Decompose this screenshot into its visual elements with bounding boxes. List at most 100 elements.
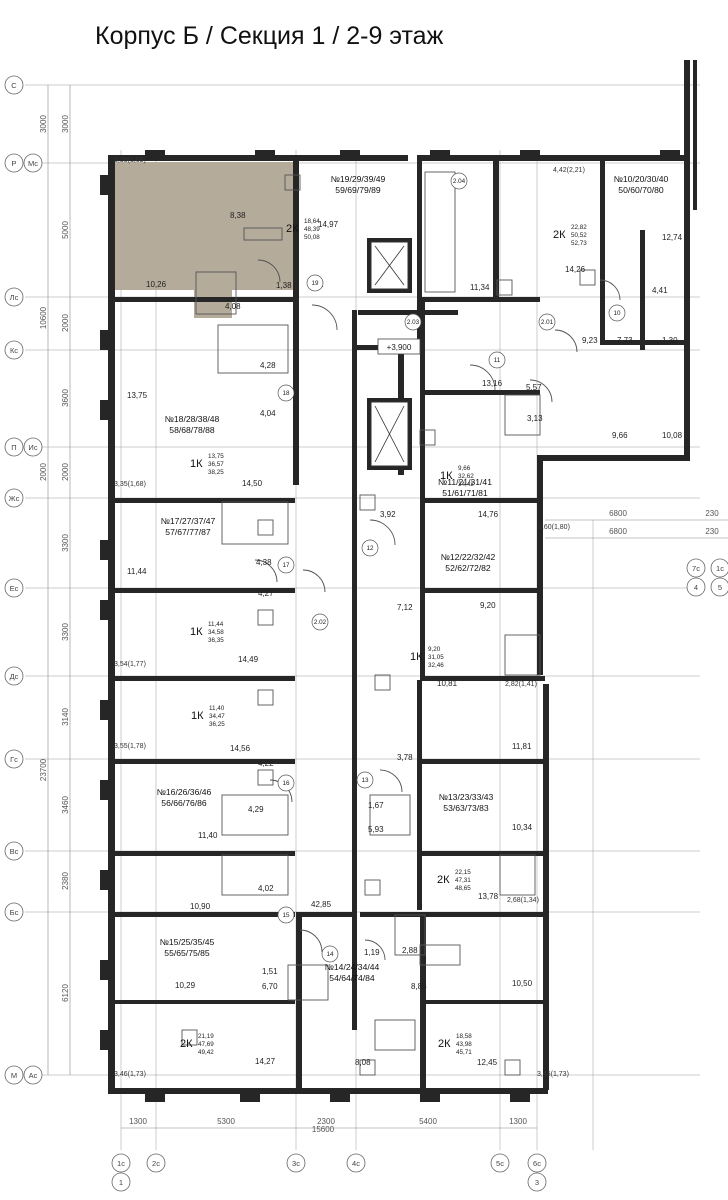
room-area: 10,08 [662,431,683,440]
room-number: 2.02 [314,619,327,626]
room-area: 1,19 [364,948,380,957]
partition [374,1019,416,1051]
total-area-balcony: 38,25 [208,469,224,476]
living-area: 11,40 [209,705,225,712]
wall-segment [115,297,295,302]
room-number: 15 [282,912,290,919]
apartment-numbers: №12/22/32/42 [441,552,496,562]
total-area: 43,98 [456,1041,472,1048]
room-area: 5,57 [526,383,542,392]
room-area: 11,34 [470,283,490,292]
room-area: 8,88 [411,982,427,991]
room-number-bubble [277,906,295,924]
wall-segment [255,150,275,158]
wall-segment [420,912,545,917]
dim-label: 3000 [61,115,70,133]
apartment-numbers: 50/60/70/80 [618,185,664,195]
level-mark: +3,900 [387,343,412,352]
dim-label: 3140 [61,708,70,726]
dim-label: 3600 [61,389,70,407]
room-area: 7,73 [617,336,633,345]
room-area: 12,45 [477,1058,498,1067]
room-area: 4,27 [258,589,274,598]
wall-segment [100,330,108,350]
wall-segment [115,1000,295,1004]
room-area: 4,28 [260,361,276,370]
wall-segment [660,150,680,158]
partition [257,769,274,786]
total-area: 47,69 [198,1041,214,1048]
partition [364,879,381,896]
axis-label: 6с [533,1159,541,1168]
total-area: 48,39 [304,226,320,233]
door-arc [364,939,386,961]
axis-label: 3 [535,1178,539,1187]
room-area: 14,56 [230,744,251,753]
room-area: 2,82(1,41) [505,681,537,688]
dim-label: 2000 [61,314,70,332]
partition [496,279,513,296]
room-number: 16 [282,780,290,787]
wall-segment [420,851,545,856]
axis-label: Мс [28,159,38,168]
axis-label: Гс [10,755,18,764]
living-area: 18,58 [456,1033,472,1040]
room-number-bubble [321,945,339,963]
axis-label: Лс [10,293,19,302]
axis-bubble [527,1172,547,1192]
dim-label: 2000 [61,463,70,481]
axis-bubble [686,577,706,597]
axis-bubble [4,1065,24,1085]
wall-segment [100,175,108,195]
room-area: 14,97 [318,220,339,229]
partition [504,394,541,436]
dim-label: 1300 [509,1117,527,1126]
room-area: 4,04 [260,409,276,418]
room-area: 7,12 [397,603,413,612]
axis-bubble [710,577,728,597]
apartment-numbers: 55/65/75/85 [164,948,210,958]
partition [579,269,596,286]
axis-bubble [527,1153,547,1173]
apartment-numbers: №19/29/39/49 [331,174,386,184]
axis-bubble [146,1153,166,1173]
dim-label: 6120 [61,984,70,1002]
axis-label: С [11,81,17,90]
wall-segment [115,676,295,681]
partition [499,854,536,896]
wall-segment [640,230,645,350]
room-area: 4,38 [256,558,272,567]
wall-segment [100,600,108,620]
room-number: 10 [613,310,621,317]
wall-segment [420,297,425,677]
room-number-bubble [404,313,422,331]
room-area: 3,45(1,73) [537,1071,569,1078]
apartment-numbers: 51/61/71/81 [442,488,488,498]
room-area: 4,22 [258,759,274,768]
room-area: 14,50 [242,479,263,488]
wall-segment [100,700,108,720]
room-area: 1,51 [262,967,278,976]
room-number-bubble [356,771,374,789]
wall-segment [115,912,295,917]
partition [504,1059,521,1076]
partitions [181,171,621,1076]
wall-segment [543,790,549,1090]
wall-segment [693,60,697,210]
room-area: 4,08 [225,302,241,311]
partition [287,964,329,1001]
elevator-cross [374,245,405,286]
room-area: 4,42(2,21) [553,167,585,174]
room-area: 3,13 [527,414,543,423]
room-area: 13,16 [482,379,503,388]
axis-bubble [111,1153,131,1173]
room-number-bubble [488,351,506,369]
wall-segment [543,684,549,794]
wall-segment [360,912,420,917]
room-number: 2.01 [541,319,554,326]
highlighted-apartment[interactable] [112,162,293,318]
room-number-bubble [361,539,379,557]
wall-segment [420,297,540,302]
wall-segment [145,150,165,158]
